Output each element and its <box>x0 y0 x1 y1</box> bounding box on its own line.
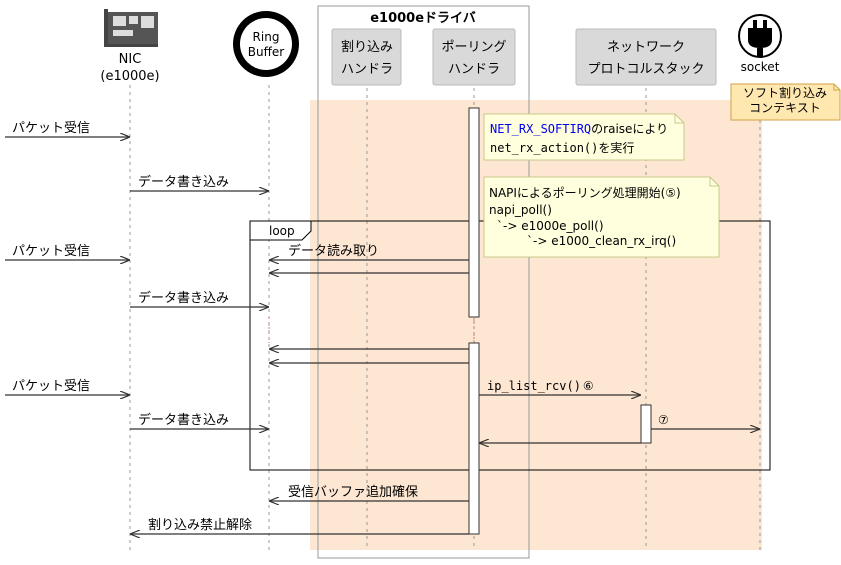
participant-net-stack <box>575 28 717 86</box>
softirq-context-area <box>310 100 762 550</box>
msg-data-write-1-label: データ書き込み <box>138 174 229 190</box>
socket-plug-icon <box>738 14 782 58</box>
irq-handler-line2: ハンドラ <box>341 62 393 77</box>
note1-line2: net_rx_action()を実行 <box>490 140 634 155</box>
net-stack-line1: ネットワーク <box>607 40 685 55</box>
participant-poll-handler <box>432 28 516 86</box>
msg-data-read-label: データ読み取り <box>288 243 379 259</box>
net-activation <box>640 404 652 444</box>
nic-label: NIC <box>119 52 142 67</box>
note-softirq-raise <box>483 113 685 161</box>
msg-to-socket-label: ⑦ <box>658 413 669 427</box>
poll-activation-2 <box>468 342 480 535</box>
driver-group-box <box>317 5 530 559</box>
note2-line1: NAPIによるポーリング処理開始(⑤) <box>489 186 681 200</box>
poll-activation-1 <box>468 107 480 318</box>
note2-line4: `-> e1000_clean_rx_irq() <box>527 234 676 248</box>
ring-buffer-inner <box>240 18 292 70</box>
note1-line1: NET_RX_SOFTIRQのraiseにより <box>490 122 668 136</box>
softirq-context-note <box>730 83 841 121</box>
note-napi-polling <box>483 176 720 258</box>
poll-handler-line2: ハンドラ <box>448 62 500 77</box>
msg-data-write-3-label: データ書き込み <box>138 412 229 428</box>
participant-irq-handler <box>331 28 402 86</box>
msg-packet-recv-2-label: パケット受信 <box>12 244 90 259</box>
note2-line2: napi_poll() <box>489 203 552 217</box>
socket-label: socket <box>741 60 780 74</box>
ring-label-line1: Ring <box>253 30 280 44</box>
msg-ip-list-rcv-label: ip_list_rcv()⑥ <box>487 379 594 393</box>
net-stack-line2: プロトコルスタック <box>587 62 704 77</box>
softirq-note-line1: ソフト割り込み <box>743 85 827 100</box>
msg-packet-recv-3-label: パケット受信 <box>12 379 90 394</box>
msg-recv-buffer-add-label: 受信バッファ追加確保 <box>288 484 418 500</box>
msg-packet-recv-1-label: パケット受信 <box>12 121 90 136</box>
poll-handler-line1: ポーリング <box>441 40 506 55</box>
irq-handler-line1: 割り込み <box>341 39 393 55</box>
nic-sublabel: (e1000e) <box>100 69 159 84</box>
nic-card-icon <box>104 9 158 47</box>
msg-irq-unmask-label: 割り込み禁止解除 <box>148 517 252 533</box>
softirq-note-line2: コンテキスト <box>749 101 821 115</box>
ring-label-line2: Buffer <box>248 45 284 59</box>
loop-label: loop <box>269 224 295 238</box>
msg-data-write-2-label: データ書き込み <box>138 290 229 306</box>
driver-group-title: e1000eドライバ <box>370 11 476 26</box>
loop-tab <box>249 220 312 241</box>
note2-line3: `-> e1000e_poll() <box>497 219 604 233</box>
